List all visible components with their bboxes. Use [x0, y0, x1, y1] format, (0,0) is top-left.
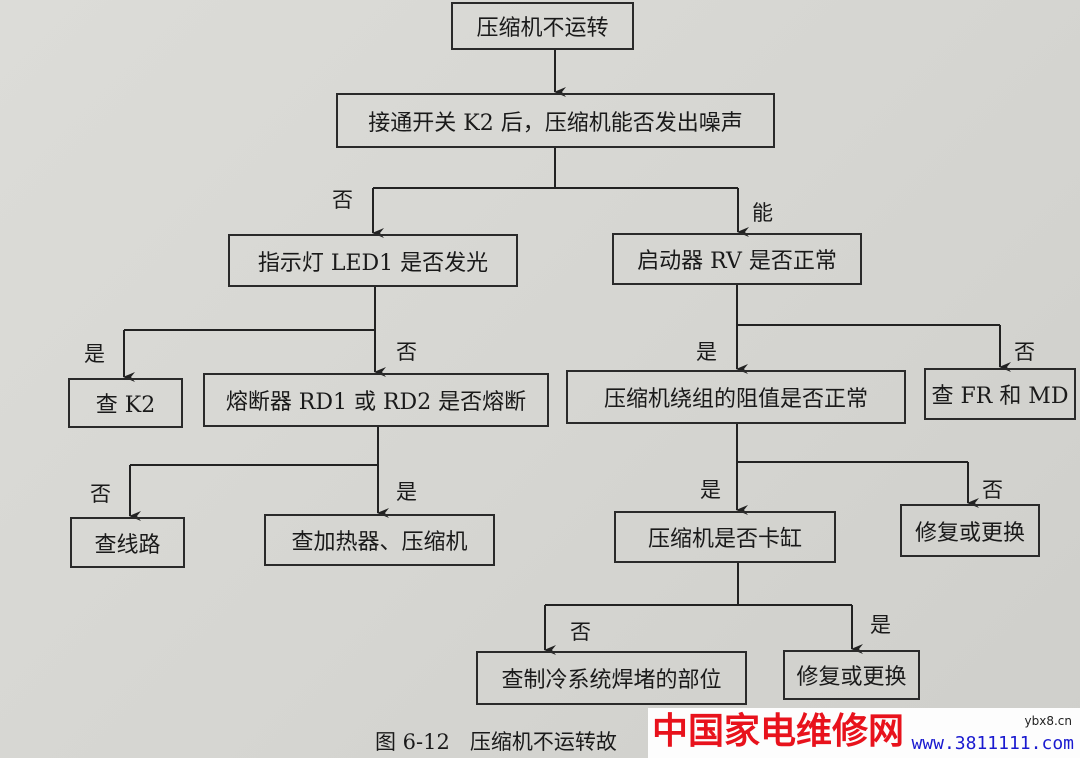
watermark-url: www.3811111.com — [911, 733, 1074, 754]
edge-label-yes: 是 — [696, 340, 717, 364]
edge-label-yes: 是 — [84, 342, 105, 366]
node-led1: 指示灯 LED1 是否发光 — [228, 234, 518, 287]
edge-label-no: 否 — [1014, 340, 1035, 364]
edge-label-no: 否 — [332, 188, 353, 212]
node-winding: 压缩机绕组的阻值是否正常 — [566, 370, 906, 424]
node-check-heater: 查加热器、压缩机 — [264, 514, 495, 566]
node-check-k2: 查 K2 — [68, 378, 183, 428]
node-check-fr-md: 查 FR 和 MD — [924, 368, 1076, 420]
node-rv: 启动器 RV 是否正常 — [612, 233, 862, 285]
watermark-name: 中国家电维修网 — [652, 711, 905, 752]
node-stuck: 压缩机是否卡缸 — [614, 511, 836, 563]
edge-label-no: 否 — [396, 340, 417, 364]
node-check-refrig: 查制冷系统焊堵的部位 — [476, 651, 747, 705]
figure-number: 图 6-12 — [375, 730, 450, 754]
figure-title: 压缩机不运转故 — [469, 730, 617, 754]
edge-label-no: 否 — [570, 620, 591, 644]
watermark: 中国家电维修网 ybx8.cn www.3811111.com — [648, 708, 1080, 758]
node-repair2: 修复或更换 — [783, 650, 920, 700]
node-fuse: 熔断器 RD1 或 RD2 是否熔断 — [203, 373, 549, 427]
edge-label-no: 否 — [90, 482, 111, 506]
watermark-small: ybx8.cn — [1024, 714, 1072, 728]
node-check-wiring: 查线路 — [70, 517, 185, 568]
edge-label-yes: 是 — [700, 478, 721, 502]
edge-label-no: 否 — [982, 478, 1003, 502]
edge-label-yes: 是 — [870, 613, 891, 637]
edge-label-can: 能 — [752, 201, 773, 225]
edge-label-yes: 是 — [396, 480, 417, 504]
node-k2-noise: 接通开关 K2 后，压缩机能否发出噪声 — [336, 93, 775, 148]
node-repair1: 修复或更换 — [900, 504, 1040, 557]
figure-caption: 图 6-12 压缩机不运转故 — [375, 730, 617, 754]
node-start: 压缩机不运转 — [451, 2, 634, 50]
